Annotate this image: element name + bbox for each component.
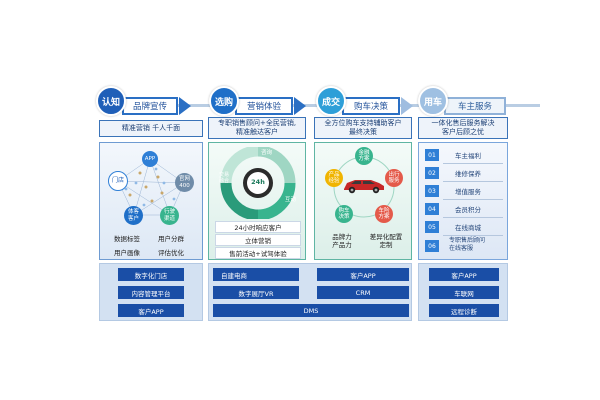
node-store: 门店	[108, 171, 128, 191]
service-num-5: 05	[425, 221, 439, 233]
system-customer-app: 客户APP	[118, 304, 184, 317]
system-panel-service: 客户APP 车联网 远程诊断	[418, 263, 508, 321]
system-customer-app-2: 客户APP	[317, 268, 409, 281]
service-num-3: 03	[425, 185, 439, 197]
node-app: APP	[142, 151, 158, 167]
service-item-2: 维修保养	[455, 170, 481, 178]
service-item-4: 会员积分	[455, 206, 481, 214]
chevron-right-icon	[294, 97, 306, 115]
system-dms: DMS	[213, 304, 409, 317]
stage-slogan-service: 一体化售后服务解决 客户后顾之忧	[418, 117, 508, 139]
service-num-6: 06	[425, 240, 439, 252]
divider	[443, 163, 503, 164]
service-item-3: 增值服务	[455, 188, 481, 196]
system-cms: 内容管理平台	[118, 286, 184, 299]
arc-label-interact: 互动	[285, 197, 297, 203]
stage-slogan-purchase: 专职销售顾问+全民营销, 精准触达客户	[208, 117, 306, 139]
stage-title-deal: 购车决策	[342, 97, 400, 115]
tag-user-portrait: 用户画像	[114, 249, 140, 257]
system-telematics: 车联网	[429, 286, 499, 299]
arc-label-consult: 咨询	[261, 150, 273, 156]
clock-24h-icon: 24h	[251, 178, 265, 186]
stage-slogan-deal: 全方位购车支持辅助客户 最终决策	[314, 117, 412, 139]
stage-badge-purchase: 选购	[209, 86, 239, 116]
car-icon	[344, 180, 384, 194]
bubble-mobility: 出行 服务	[385, 169, 403, 187]
system-vr-showroom: 数字展厅VR	[213, 286, 299, 299]
stage-title-purchase: 营销体验	[235, 97, 293, 115]
purchase-panel: 24h 咨询 交易融合 互动 24小时响应客户 立体营销 售前活动+试驾体验	[208, 142, 306, 260]
node-customer: 体客 客户	[124, 206, 143, 225]
purchase-item-1: 24小时响应客户	[215, 221, 301, 233]
service-panel: 01 车主福利 02 维修保养 03 增值服务 04 会员积分 05 在线商城 …	[418, 142, 508, 260]
service-item-5: 在线商城	[455, 224, 481, 232]
stage-badge-service: 用车	[418, 86, 448, 116]
system-customer-app-3: 客户APP	[429, 268, 499, 281]
stage-slogan-cognition: 精准营销 千人千面	[99, 120, 203, 137]
bubble-product: 产品 经验	[325, 169, 343, 187]
chevron-right-icon	[179, 97, 191, 115]
tag-user-group: 用户分群	[158, 235, 184, 243]
divider	[443, 199, 503, 200]
system-panel-cognition: 数字化门店 内容管理平台 客户APP	[99, 263, 203, 321]
stage-title-cognition: 品牌宣传	[122, 97, 178, 115]
bubble-insurance: 车险 方案	[375, 205, 393, 223]
node-channel: 行驶 渠道	[160, 206, 179, 225]
system-remote-diagnosis: 远程诊断	[429, 304, 499, 317]
node-website: 官网 400	[175, 173, 194, 192]
system-panel-shared: 自建电商 数字展厅VR 客户APP CRM DMS	[208, 263, 412, 321]
tag-evaluation: 评估优化	[158, 249, 184, 257]
network-lines	[117, 158, 185, 216]
arc-label-trade: 交易融合	[219, 172, 230, 184]
service-item-6: 专职售后顾问 在线客服	[449, 237, 486, 252]
deal-panel: 金融 方案 产品 经验 出行 服务 购车 决策 车险 方案 品牌力 产品力 差异…	[314, 142, 412, 260]
bubble-decision: 购车 决策	[335, 205, 353, 223]
service-item-1: 车主福利	[455, 152, 481, 160]
purchase-item-3: 售前活动+试驾体验	[215, 247, 301, 259]
feature-brand: 品牌力 产品力	[332, 233, 352, 250]
divider	[443, 181, 503, 182]
stage-title-service: 车主服务	[444, 97, 506, 115]
feature-custom: 差异化配置 定制	[369, 233, 403, 250]
cycle-diagram	[220, 147, 296, 219]
service-num-1: 01	[425, 149, 439, 161]
cognition-panel: APP 门店 官网 400 体客 客户 行驶 渠道 数据标签 用户分群 用户画像…	[99, 142, 203, 260]
stage-badge-cognition: 认知	[96, 86, 126, 116]
system-digital-store: 数字化门店	[118, 268, 184, 281]
bubble-finance: 金融 方案	[355, 147, 373, 165]
service-num-2: 02	[425, 167, 439, 179]
purchase-item-2: 立体营销	[215, 234, 301, 246]
tag-data-label: 数据标签	[114, 235, 140, 243]
service-num-4: 04	[425, 203, 439, 215]
chevron-right-icon	[401, 97, 413, 115]
divider	[443, 217, 503, 218]
stage-badge-deal: 成交	[316, 86, 346, 116]
divider	[443, 235, 503, 236]
system-ecommerce: 自建电商	[213, 268, 299, 281]
system-crm: CRM	[317, 286, 409, 299]
